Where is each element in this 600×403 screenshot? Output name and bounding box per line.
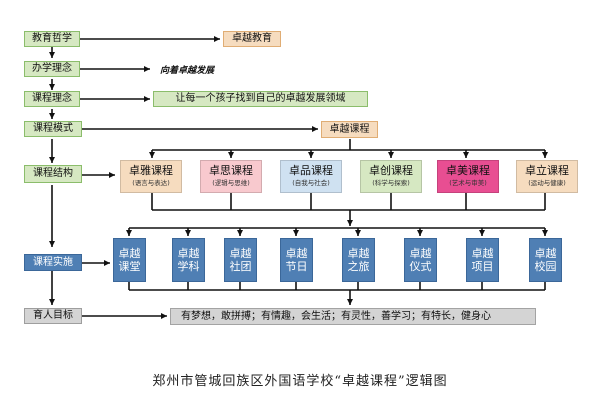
implementation-box: 卓越节日 — [280, 238, 313, 282]
course-subtitle: (艺术与审美) — [449, 179, 487, 188]
result-goal: 有梦想，敢拼搏；有情趣，会生活；有灵性，善学习；有特长，健身心 — [170, 308, 536, 325]
course-box: 卓品课程(自我与社会) — [280, 160, 342, 193]
course-box: 卓雅课程(语言与表达) — [120, 160, 182, 193]
implementation-box: 卓越项目 — [466, 238, 499, 282]
implementation-line1: 卓越 — [534, 246, 557, 260]
result-idea: 向着卓越发展 — [160, 66, 215, 76]
implementation-line1: 卓越 — [347, 246, 370, 260]
implementation-line2: 项目 — [471, 260, 494, 273]
label-course-mode: 课程模式 — [24, 121, 82, 137]
label-goal: 育人目标 — [24, 308, 82, 324]
implementation-line1: 卓越 — [118, 246, 141, 260]
course-box: 卓思课程(逻辑与思维) — [200, 160, 262, 193]
implementation-line2: 仪式 — [409, 260, 432, 273]
course-subtitle: (运动与健康) — [528, 179, 566, 188]
course-subtitle: (逻辑与思维) — [212, 179, 250, 188]
course-subtitle: (语言与表达) — [132, 179, 170, 188]
course-name: 卓思课程 — [209, 164, 253, 178]
result-philosophy: 卓越教育 — [223, 31, 281, 47]
caption: 郑州市管城回族区外国语学校“卓越课程”逻辑图 — [152, 374, 448, 389]
implementation-line2: 校园 — [534, 260, 557, 273]
implementation-line1: 卓越 — [471, 246, 494, 260]
course-box: 卓创课程(科学与探索) — [360, 160, 422, 193]
course-box: 卓立课程(运动与健康) — [516, 160, 578, 193]
course-box: 卓美课程(艺术与审美) — [437, 160, 499, 193]
implementation-box: 卓越仪式 — [404, 238, 437, 282]
course-name: 卓雅课程 — [129, 164, 173, 178]
implementation-line1: 卓越 — [177, 246, 200, 260]
implementation-box: 卓越学科 — [172, 238, 205, 282]
implementation-line2: 课堂 — [118, 260, 141, 273]
implementation-line2: 节日 — [285, 260, 308, 273]
course-name: 卓品课程 — [289, 164, 333, 178]
implementation-line1: 卓越 — [409, 246, 432, 260]
label-course-idea: 课程理念 — [24, 91, 80, 107]
implementation-box: 卓越之旅 — [342, 238, 375, 282]
implementation-line2: 社团 — [229, 260, 252, 273]
implementation-box: 卓越课堂 — [113, 238, 146, 282]
implementation-line2: 之旅 — [347, 260, 370, 273]
course-name: 卓创课程 — [369, 164, 413, 178]
label-philosophy: 教育哲学 — [24, 31, 80, 47]
course-subtitle: (科学与探索) — [372, 179, 410, 188]
implementation-box: 卓越社团 — [224, 238, 257, 282]
label-course-structure: 课程结构 — [24, 165, 82, 183]
result-course-mode: 卓越课程 — [321, 121, 378, 138]
course-name: 卓美课程 — [446, 164, 490, 178]
implementation-box: 卓越校园 — [529, 238, 562, 282]
label-idea: 办学理念 — [24, 61, 80, 77]
course-name: 卓立课程 — [525, 164, 569, 178]
label-course-implement: 课程实施 — [24, 254, 82, 271]
implementation-line2: 学科 — [177, 260, 200, 273]
result-course-idea: 让每一个孩子找到自己的卓越发展领域 — [153, 91, 368, 107]
course-subtitle: (自我与社会) — [292, 179, 330, 188]
implementation-line1: 卓越 — [285, 246, 308, 260]
implementation-line1: 卓越 — [229, 246, 252, 260]
